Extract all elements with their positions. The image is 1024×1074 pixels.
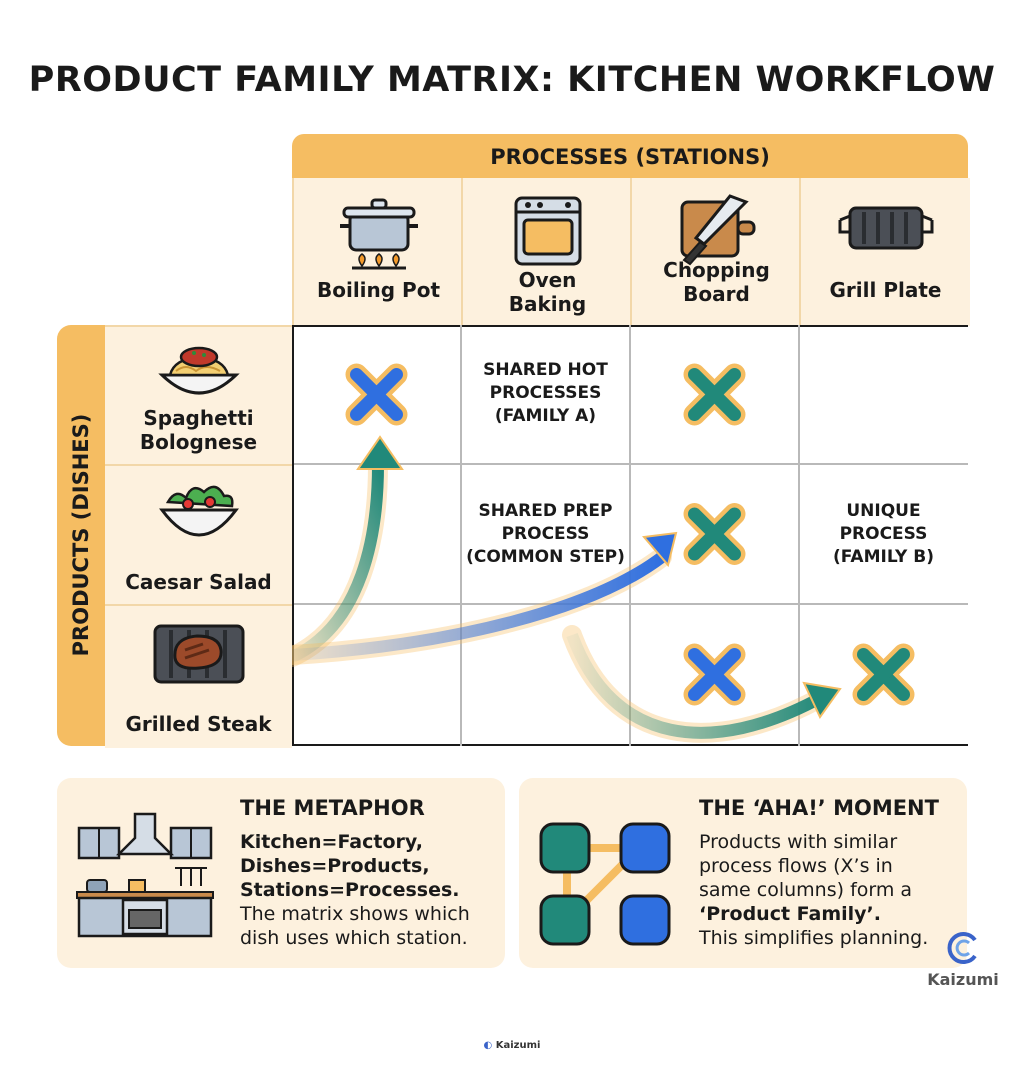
product-label-grilled-steak: Grilled Steak: [125, 712, 272, 736]
process-matrix: SHARED HOT PROCESSES (FAMILY A) SHARED P…: [292, 325, 968, 746]
brand-name: Kaizumi: [927, 970, 999, 989]
process-label-oven-baking: Oven Baking: [508, 268, 587, 316]
metaphor-title: THE METAPHOR: [240, 796, 425, 820]
product-label-caesar-salad: Caesar Salad: [125, 570, 272, 594]
products-header-label: PRODUCTS (DISHES): [69, 413, 93, 657]
product-label-spaghetti: Spaghetti Bolognese: [139, 406, 258, 454]
footer-logo-icon: ◐: [483, 1040, 493, 1051]
aha-title: THE ‘AHA!’ MOMENT: [699, 796, 939, 820]
spaghetti-icon: [157, 346, 240, 395]
footer: ◐ Kaizumi: [0, 1040, 1024, 1051]
kitchen-icon: [76, 812, 214, 938]
process-label-boiling-pot: Boiling Pot: [316, 278, 441, 302]
metaphor-description: The matrix shows which dish uses which s…: [240, 903, 470, 949]
brand-logo: Kaizumi: [918, 930, 1008, 989]
aha-highlight: ‘Product Family’.: [699, 903, 881, 925]
column-header-oven-baking: Oven Baking: [461, 178, 632, 326]
row-header-caesar-salad: Caesar Salad: [105, 464, 292, 606]
metaphor-line-3: Stations=Processes.: [240, 879, 460, 901]
metaphor-line-2: Dishes=Products,: [240, 855, 430, 877]
page-title: PRODUCT FAMILY MATRIX: KITCHEN WORKFLOW: [28, 60, 996, 100]
metaphor-line-1: Kitchen=Factory,: [240, 831, 424, 853]
column-header-chopping-board: Chopping Board: [630, 178, 801, 326]
x-mark: [683, 643, 746, 706]
metaphor-card: THE METAPHOR Kitchen=Factory, Dishes=Pro…: [57, 778, 505, 968]
aha-card: THE ‘AHA!’ MOMENT Products with similar …: [519, 778, 967, 968]
note-unique-process: UNIQUE PROCESS (FAMILY B): [833, 501, 934, 567]
footer-text: Kaizumi: [495, 1040, 541, 1051]
column-header-boiling-pot: Boiling Pot: [292, 178, 463, 326]
process-label-chopping-board: Chopping Board: [663, 258, 770, 306]
products-header: PRODUCTS (DISHES): [57, 325, 105, 746]
oven-icon: [514, 196, 581, 266]
processes-header: PROCESSES (STATIONS): [292, 134, 968, 178]
salad-bowl-icon: [158, 485, 239, 537]
aha-description: Products with similar process flows (X’s…: [699, 831, 913, 901]
boiling-pot-icon: [339, 198, 418, 270]
x-mark: [683, 363, 746, 426]
row-header-grilled-steak: Grilled Steak: [105, 604, 292, 748]
process-label-grill-plate: Grill Plate: [829, 278, 942, 302]
x-mark: [683, 503, 746, 565]
note-shared-prep-process: SHARED PREP PROCESS (COMMON STEP): [466, 501, 625, 567]
grill-plate-icon: [838, 206, 933, 250]
x-mark: [345, 363, 408, 426]
row-header-spaghetti: Spaghetti Bolognese: [105, 325, 292, 466]
steak-icon: [153, 624, 244, 684]
matrix-lines: [292, 325, 968, 746]
column-header-grill-plate: Grill Plate: [799, 178, 970, 326]
aha-text: Products with similar process flows (X’s…: [699, 830, 949, 950]
brand-swirl-icon: [947, 932, 977, 964]
note-shared-hot-processes: SHARED HOT PROCESSES (FAMILY A): [483, 360, 608, 426]
x-mark: [852, 643, 915, 706]
metaphor-text: Kitchen=Factory, Dishes=Products, Statio…: [240, 830, 500, 950]
network-icon: [539, 822, 671, 946]
chopping-board-icon: [680, 194, 755, 266]
aha-conclusion: This simplifies planning.: [699, 927, 929, 949]
